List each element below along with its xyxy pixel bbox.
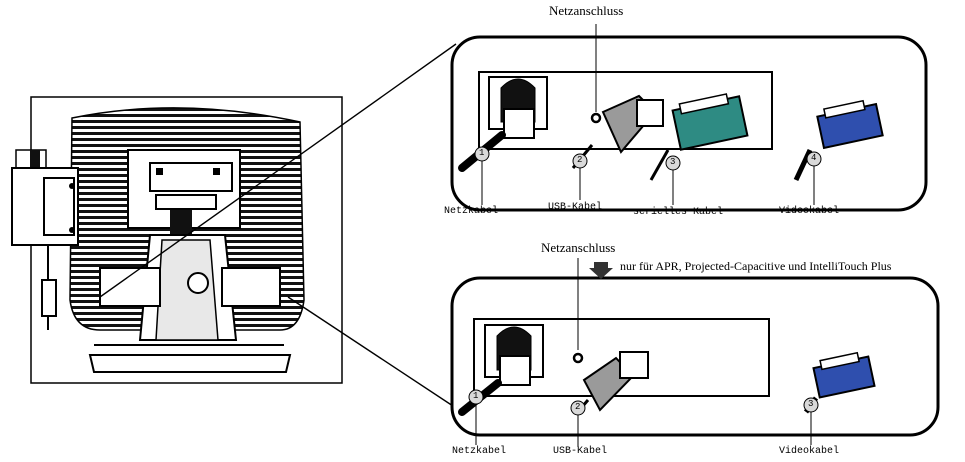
side-cable-plug — [41, 279, 57, 317]
bottom-label-video: Videokabel — [779, 446, 840, 457]
bottom-connector-strip — [473, 318, 770, 397]
callout-line-bottom — [287, 296, 457, 409]
top-label-leaders — [481, 161, 815, 205]
bottom-label-leaders — [475, 404, 812, 447]
top-marker-3: 3 — [670, 157, 676, 167]
mount-bracket — [149, 162, 233, 192]
cable-clip — [170, 210, 192, 240]
side-screw — [69, 183, 75, 189]
top-number-markers — [474, 146, 822, 171]
stand-inner — [155, 239, 219, 341]
top-title: Netzanschluss — [549, 3, 624, 18]
screw-hole — [156, 168, 163, 175]
bottom-detail-panel — [450, 258, 940, 447]
side-tab-dark — [30, 150, 40, 168]
screw-hole — [213, 168, 220, 175]
top-serial-connector — [649, 93, 749, 181]
connector-panel-left — [99, 267, 161, 307]
top-label-serial: serielles Kabel — [633, 207, 724, 218]
bottom-video-connector — [803, 351, 876, 414]
bottom-marker-3: 3 — [808, 399, 814, 409]
side-bracket-plate — [43, 177, 75, 236]
bottom-note: nur für APR, Projected-Capacitive und In… — [620, 259, 892, 273]
top-connector-strip — [478, 71, 773, 150]
top-marker-2: 2 — [577, 155, 583, 165]
bottom-label-usb: USB-Kabel — [553, 446, 608, 457]
top-detail-panel — [450, 24, 928, 212]
side-screw — [69, 227, 75, 233]
bottom-power-jack — [572, 352, 584, 364]
top-label-power: Netzkabel — [444, 206, 499, 217]
bottom-title: Netzanschluss — [541, 240, 616, 255]
top-power-connector — [458, 76, 548, 172]
bottom-usb-connector — [574, 351, 649, 415]
top-power-jack — [590, 112, 602, 124]
top-label-usb: USB-Kabel — [548, 202, 603, 213]
top-label-video: Videokabel — [779, 206, 840, 217]
bottom-power-connector — [458, 324, 544, 416]
bottom-marker-1: 1 — [473, 391, 479, 401]
top-marker-4: 4 — [811, 153, 817, 163]
connector-panel-right — [221, 267, 281, 307]
top-video-connector — [793, 99, 884, 182]
bottom-arrow-icon — [589, 262, 613, 279]
stand-base — [88, 354, 292, 373]
monitor-rear-view — [11, 96, 343, 384]
bottom-marker-2: 2 — [575, 402, 581, 412]
kensington-lock — [187, 272, 209, 294]
callout-line-top — [99, 43, 457, 298]
bottom-label-power: Netzkabel — [452, 446, 507, 457]
bracket-slot — [155, 194, 217, 210]
top-marker-1: 1 — [479, 148, 485, 158]
